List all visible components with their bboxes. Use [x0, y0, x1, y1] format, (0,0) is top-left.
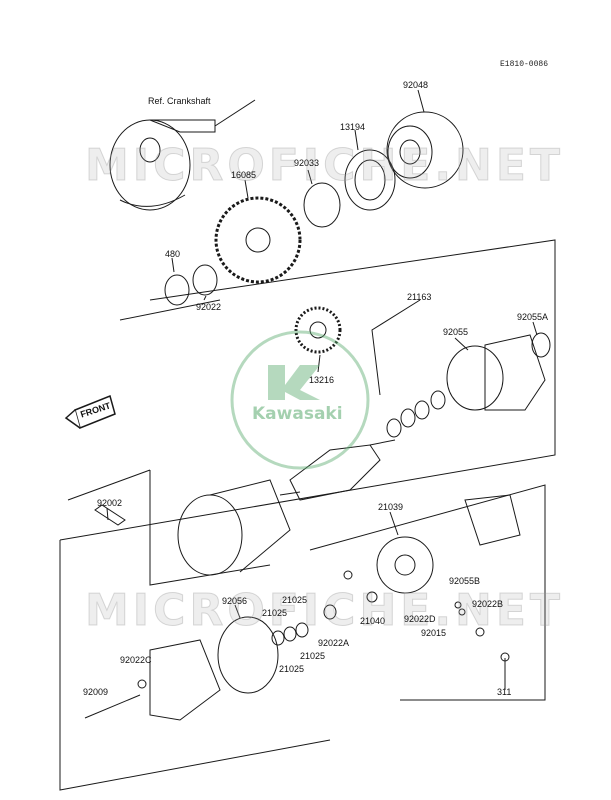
label-92022D: 92022D: [404, 614, 436, 624]
label-ref-crankshaft: Ref. Crankshaft: [148, 96, 211, 106]
label-92022: 92022: [196, 302, 222, 312]
part-16085: [214, 196, 302, 284]
armature: [279, 439, 396, 501]
label-92055: 92055: [443, 327, 469, 337]
part-92055: [446, 345, 504, 411]
front-cover: [149, 639, 221, 721]
part-13194: [344, 149, 396, 211]
label-92048: 92048: [403, 80, 429, 90]
label-92055B: 92055B: [449, 576, 481, 586]
label-92009: 92009: [83, 687, 109, 697]
part-92022: [192, 264, 218, 296]
part-21039: [464, 494, 521, 546]
label-21040: 21040: [360, 616, 386, 626]
brush-plate: [376, 536, 434, 594]
kawasaki-wordmark: Kawasaki: [252, 404, 343, 424]
label-92022B: 92022B: [472, 599, 504, 609]
label-21025: 21025: [262, 608, 288, 618]
label-92002: 92002: [97, 498, 123, 508]
label-21039: 21039: [378, 502, 404, 512]
label-92055A: 92055A: [517, 312, 549, 322]
part-92056: [217, 616, 279, 694]
label-92033: 92033: [294, 158, 320, 168]
part-92022C: [137, 679, 147, 689]
label-16085: 16085: [231, 170, 257, 180]
part-480: [164, 274, 190, 306]
label-92015: 92015: [421, 628, 447, 638]
label-92022C: 92022C: [120, 655, 152, 665]
part-92022A: [323, 604, 337, 620]
yoke: [177, 479, 291, 576]
label-21163: 21163: [407, 292, 432, 302]
label-13216: 13216: [309, 375, 335, 385]
part-92002: [94, 504, 126, 526]
label-13194: 13194: [340, 122, 366, 132]
label-480: 480: [165, 249, 181, 259]
part-92009: [84, 694, 141, 719]
label-311: 311: [497, 687, 512, 697]
part-92033: [303, 182, 341, 228]
end-cover: [484, 334, 546, 411]
part-13216: [294, 306, 342, 354]
part-92055A: [531, 332, 551, 358]
label-92022A: 92022A: [318, 638, 350, 648]
watermark-top: MICROFICHE.NET: [85, 140, 564, 192]
front-arrow-icon: [64, 394, 116, 430]
kawasaki-logo: [230, 330, 370, 470]
crankshaft: [109, 99, 256, 211]
label-21025: 21025: [300, 651, 326, 661]
label-21025: 21025: [279, 664, 305, 674]
watermark-bottom: MICROFICHE.NET: [85, 585, 564, 637]
part-92048: [386, 111, 464, 189]
label-92056: 92056: [222, 596, 248, 606]
label-21025: 21025: [282, 595, 308, 605]
diagram-code: E1810-0086: [500, 60, 549, 69]
